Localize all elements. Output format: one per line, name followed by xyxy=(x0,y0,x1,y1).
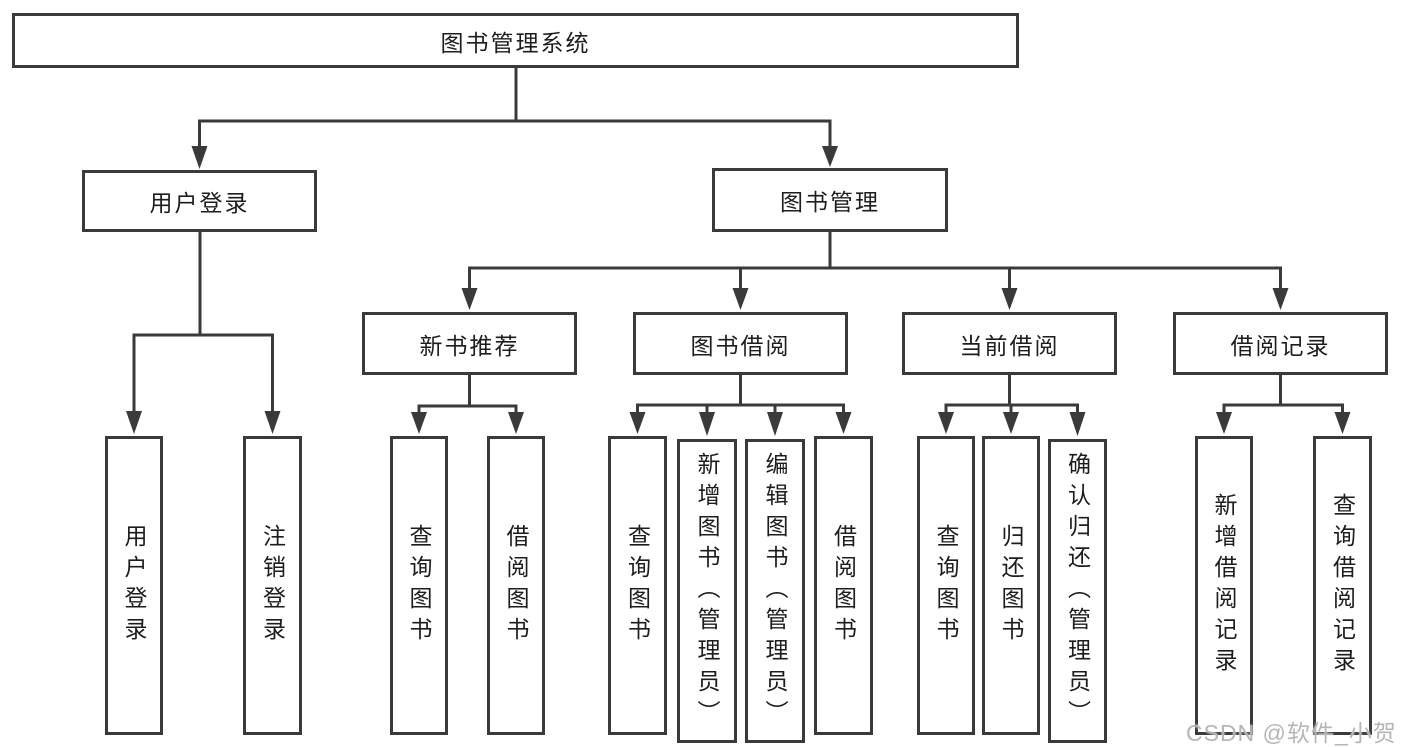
edge-current-borrowing-children xyxy=(938,375,1086,436)
node-cb-return-books: 归还图书 xyxy=(982,436,1040,735)
edge-root-to-level2 xyxy=(191,68,838,169)
node-cb-query-books: 查询图书 xyxy=(917,436,975,735)
node-bb-borrow-books: 借阅图书 xyxy=(814,436,873,735)
node-cb-confirm-return: 确认归还（管理员） xyxy=(1048,439,1107,743)
node-bb-add-books: 新增图书（管理员） xyxy=(677,439,737,743)
csdn-watermark: CSDN @软件_小贺同学 xyxy=(1186,720,1397,746)
node-leaf-logout: 注销登录 xyxy=(243,436,302,735)
edge-new-book-recommend-children xyxy=(411,375,524,434)
edge-book-borrowing-children xyxy=(629,375,852,436)
node-book-management: 图书管理 xyxy=(712,168,948,232)
node-bb-edit-books: 编辑图书（管理员） xyxy=(745,439,805,743)
node-current-borrowing: 当前借阅 xyxy=(902,312,1117,375)
node-nb-query-books: 查询图书 xyxy=(390,436,448,735)
node-bb-query-books: 查询图书 xyxy=(608,436,667,735)
node-br-add-record: 新增借阅记录 xyxy=(1195,436,1253,735)
node-nb-borrow-books: 借阅图书 xyxy=(487,436,545,735)
node-user-login: 用户登录 xyxy=(82,170,317,232)
node-borrowing-records: 借阅记录 xyxy=(1173,312,1388,375)
node-root: 图书管理系统 xyxy=(12,13,1019,68)
node-br-query-record: 查询借阅记录 xyxy=(1313,436,1372,735)
edge-borrowing-records-children xyxy=(1216,375,1351,434)
node-new-book-recommend: 新书推荐 xyxy=(362,312,577,375)
node-book-borrowing: 图书借阅 xyxy=(633,312,848,375)
edge-book-management-children xyxy=(461,232,1289,310)
node-leaf-user-login: 用户登录 xyxy=(105,436,163,735)
edge-user-login-children xyxy=(126,232,281,434)
